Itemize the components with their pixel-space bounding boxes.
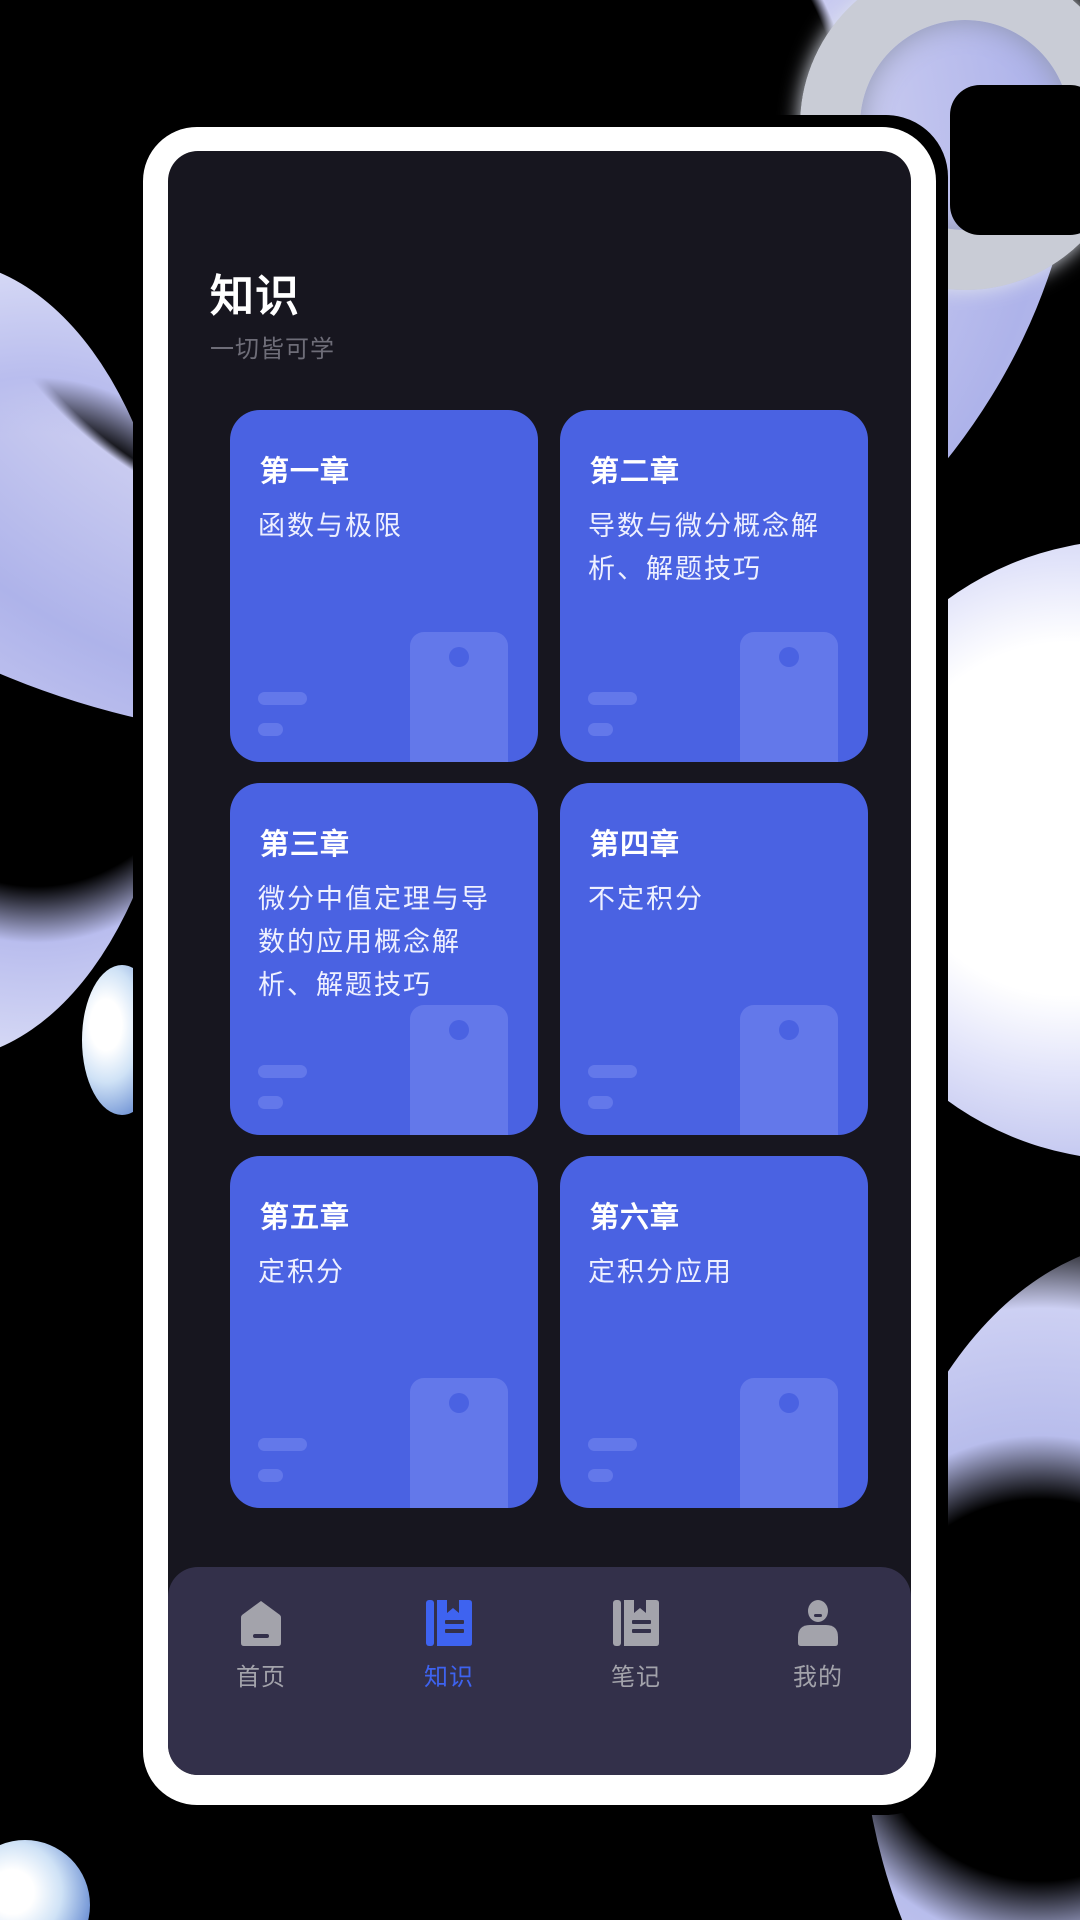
chapter-description: 函数与极限	[258, 511, 403, 542]
decor-dot-icon	[779, 1020, 799, 1040]
decor-line-icon	[258, 723, 283, 736]
decor-dot-icon	[449, 1393, 469, 1413]
decor-dot-icon	[449, 1020, 469, 1040]
book-icon	[426, 1600, 472, 1646]
chapter-description: 导数与微分概念解析、解题技巧	[588, 511, 820, 585]
decor-phone-icon	[740, 632, 838, 762]
chapter-description: 不定积分	[588, 884, 704, 915]
chapter-card-4[interactable]: 第四章 不定积分	[560, 783, 868, 1135]
home-icon	[241, 1601, 281, 1646]
nav-label-knowledge: 知识	[424, 1663, 474, 1691]
decor-line-icon	[588, 1065, 637, 1078]
decor-dot-icon	[449, 647, 469, 667]
nav-label-mine: 我的	[793, 1663, 843, 1691]
decor-phone-icon	[410, 1378, 508, 1508]
chapter-title: 第四章	[590, 827, 681, 861]
decor-phone-icon	[410, 1005, 508, 1135]
chapter-card-2[interactable]: 第二章 导数与微分概念解析、解题技巧	[560, 410, 868, 762]
chapter-card-6[interactable]: 第六章 定积分应用	[560, 1156, 868, 1508]
page-subtitle: 一切皆可学	[210, 335, 335, 363]
chapter-title: 第二章	[590, 454, 681, 488]
chapter-title: 第一章	[260, 454, 351, 488]
chapter-card-3[interactable]: 第三章 微分中值定理与导数的应用概念解析、解题技巧	[230, 783, 538, 1135]
nav-item-notes[interactable]: 笔记	[576, 1599, 696, 1719]
decor-line-icon	[258, 692, 307, 705]
decor-line-icon	[258, 1438, 307, 1451]
chapter-description: 定积分	[258, 1257, 345, 1288]
chapter-title: 第五章	[260, 1200, 351, 1234]
nav-label-notes: 笔记	[611, 1663, 661, 1691]
decor-line-icon	[588, 723, 613, 736]
background-bubble	[0, 1840, 90, 1920]
nav-item-knowledge[interactable]: 知识	[389, 1599, 509, 1719]
bottom-nav: 首页 知识 笔记 我的	[168, 1567, 911, 1775]
decor-dot-icon	[779, 1393, 799, 1413]
chapter-title: 第三章	[260, 827, 351, 861]
decor-phone-icon	[740, 1005, 838, 1135]
decor-line-icon	[588, 1469, 613, 1482]
nav-label-home: 首页	[236, 1663, 286, 1691]
decor-line-icon	[588, 692, 637, 705]
chapter-card-1[interactable]: 第一章 函数与极限	[230, 410, 538, 762]
decor-line-icon	[258, 1065, 307, 1078]
chapter-title: 第六章	[590, 1200, 681, 1234]
chapter-grid: 第一章 函数与极限 第二章 导数与微分概念解析、解题技巧 第三章 微分中值定理与…	[230, 410, 870, 1508]
user-icon	[798, 1600, 838, 1646]
nav-item-mine[interactable]: 我的	[758, 1599, 878, 1719]
decor-line-icon	[588, 1438, 637, 1451]
notebook-icon	[613, 1600, 659, 1646]
decor-line-icon	[258, 1096, 283, 1109]
chapter-description: 微分中值定理与导数的应用概念解析、解题技巧	[258, 884, 490, 1001]
decor-line-icon	[258, 1469, 283, 1482]
background-ring-hole	[950, 85, 1080, 235]
app-screen: 知识 一切皆可学 第一章 函数与极限 第二章 导数与微分概念解析、解题技巧 第三…	[168, 151, 911, 1775]
nav-item-home[interactable]: 首页	[201, 1599, 321, 1719]
decor-line-icon	[588, 1096, 613, 1109]
decor-phone-icon	[740, 1378, 838, 1508]
decor-phone-icon	[410, 632, 508, 762]
page-title: 知识	[210, 271, 300, 322]
chapter-description: 定积分应用	[588, 1257, 733, 1288]
decor-dot-icon	[779, 647, 799, 667]
chapter-card-5[interactable]: 第五章 定积分	[230, 1156, 538, 1508]
